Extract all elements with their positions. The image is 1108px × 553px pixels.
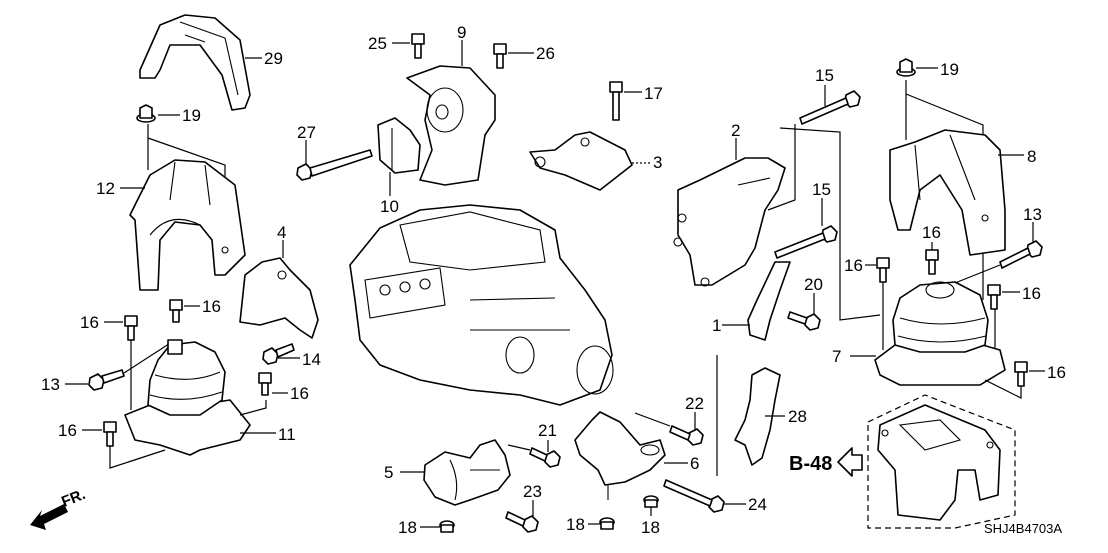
part-12-mount-cover[interactable] xyxy=(129,159,246,291)
callout-10: 10 xyxy=(380,197,399,216)
callout-20: 20 xyxy=(804,275,823,294)
part-16-bolt-h[interactable] xyxy=(1014,361,1028,387)
callout-19b: 19 xyxy=(940,60,959,79)
callout-16h: 16 xyxy=(1047,363,1066,382)
callout-12: 12 xyxy=(96,179,115,198)
callout-23: 23 xyxy=(523,482,542,501)
callout-13b: 13 xyxy=(1023,205,1042,224)
callout-18a: 18 xyxy=(398,518,417,537)
part-15-bolt-lower[interactable] xyxy=(774,225,838,259)
callout-14: 14 xyxy=(302,350,321,369)
callout-13a: 13 xyxy=(41,375,60,394)
part-16-bolt-d[interactable] xyxy=(103,421,117,447)
callout-7: 7 xyxy=(832,347,841,366)
engine-assembly[interactable] xyxy=(349,204,614,406)
callout-18b: 18 xyxy=(566,515,585,534)
part-1-clip[interactable] xyxy=(747,261,791,341)
callout-15a: 15 xyxy=(815,66,834,85)
callout-21: 21 xyxy=(538,421,557,440)
part-10-stopper[interactable] xyxy=(377,117,421,174)
callout-4: 4 xyxy=(277,223,286,242)
part-14-bolt[interactable] xyxy=(262,343,295,365)
callout-24: 24 xyxy=(748,495,767,514)
callout-16c: 16 xyxy=(290,384,309,403)
part-18-nut-a[interactable] xyxy=(439,520,455,533)
callout-16f: 16 xyxy=(922,223,941,242)
part-19-nut-right[interactable] xyxy=(896,58,916,77)
part-19-nut-left[interactable] xyxy=(136,104,156,123)
part-23-bolt[interactable] xyxy=(505,511,539,533)
part-6-mount[interactable] xyxy=(574,411,666,500)
part-28-bracket[interactable] xyxy=(734,367,781,466)
callout-15b: 15 xyxy=(812,180,831,199)
part-5-mount[interactable] xyxy=(423,439,511,506)
callout-22: 22 xyxy=(685,394,704,413)
part-16-bolt-e[interactable] xyxy=(876,257,890,283)
part-8-mount-cover[interactable] xyxy=(889,129,1006,256)
callout-16g: 16 xyxy=(1022,284,1041,303)
callout-17: 17 xyxy=(644,84,663,103)
callout-16d: 16 xyxy=(58,421,77,440)
reference-arrow-icon xyxy=(837,447,863,477)
callout-28: 28 xyxy=(788,407,807,426)
callout-29: 29 xyxy=(264,49,283,68)
callout-16b: 16 xyxy=(80,313,99,332)
part-16-bolt-b[interactable] xyxy=(124,315,138,341)
part-21-bolt[interactable] xyxy=(529,447,561,468)
callout-9: 9 xyxy=(457,23,466,42)
callout-27: 27 xyxy=(297,123,316,142)
part-3-bracket[interactable] xyxy=(529,131,633,191)
reference-b48-link[interactable]: B-48 xyxy=(789,447,863,477)
part-16-bolt-g[interactable] xyxy=(987,284,1001,310)
part-20-bolt[interactable] xyxy=(787,311,821,331)
callout-3: 3 xyxy=(653,153,662,172)
callout-16a: 16 xyxy=(202,297,221,316)
part-13-bolt-right[interactable] xyxy=(999,240,1043,269)
callout-18c: 18 xyxy=(641,518,660,537)
callout-19a: 19 xyxy=(182,106,201,125)
part-27-bolt[interactable] xyxy=(296,149,373,181)
part-16-bolt-c[interactable] xyxy=(258,372,272,396)
part-2-bracket[interactable] xyxy=(673,157,786,287)
part-17-bolt[interactable] xyxy=(609,81,623,121)
callout-2: 2 xyxy=(731,121,740,140)
callout-26: 26 xyxy=(536,44,555,63)
part-16-bolt-f[interactable] xyxy=(925,249,939,275)
front-direction-arrow: FR. xyxy=(30,486,88,530)
part-13-bolt-left[interactable] xyxy=(88,369,125,391)
part-9-side-mount[interactable] xyxy=(406,65,496,186)
callout-16e: 16 xyxy=(844,256,863,275)
part-4-bracket[interactable] xyxy=(239,257,319,339)
callout-25: 25 xyxy=(368,34,387,53)
part-26-bolt[interactable] xyxy=(493,43,507,69)
part-11-lower-mount[interactable] xyxy=(124,339,251,456)
part-18-nut-c[interactable] xyxy=(643,495,659,508)
part-22-bolt[interactable] xyxy=(669,425,704,446)
callout-5: 5 xyxy=(384,463,393,482)
diagram-code: SHJ4B4703A xyxy=(984,521,1062,536)
callout-11: 11 xyxy=(278,425,296,444)
part-16-bolt-a[interactable] xyxy=(169,299,183,323)
front-label: FR. xyxy=(59,486,88,511)
part-7-lower-mount[interactable] xyxy=(874,281,1006,386)
callout-8: 8 xyxy=(1027,147,1036,166)
subframe-reference-b48[interactable] xyxy=(867,394,1016,529)
part-29-mount-bracket[interactable] xyxy=(139,14,251,111)
part-25-bolt[interactable] xyxy=(411,33,425,59)
callout-6: 6 xyxy=(690,454,699,473)
reference-label: B-48 xyxy=(789,453,832,475)
part-18-nut-b[interactable] xyxy=(599,517,615,530)
callout-1: 1 xyxy=(712,316,721,335)
part-15-bolt-upper[interactable] xyxy=(799,90,861,125)
part-24-bolt[interactable] xyxy=(663,479,725,513)
